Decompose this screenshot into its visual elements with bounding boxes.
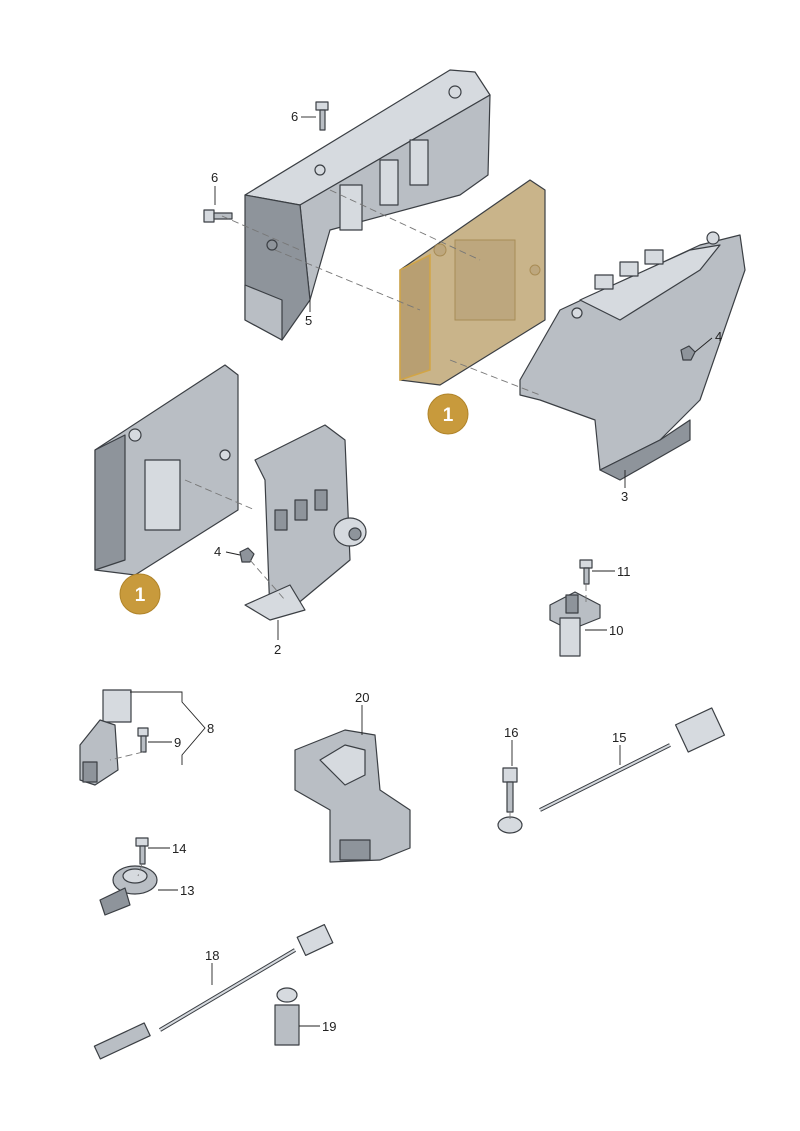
bolt-part-6-top	[315, 101, 329, 131]
part-labels: 6 6 5 4 3 4 2 11 10 8 9 20 16 15 14 13 1…	[172, 109, 722, 1034]
bracket-part-2	[244, 424, 367, 621]
holder-part-20	[294, 729, 411, 863]
sensor-part-10	[549, 591, 601, 657]
probe-part-18	[93, 923, 334, 1060]
label-6-top: 6	[291, 109, 298, 124]
ecu-part-1	[94, 364, 239, 576]
label-13: 13	[180, 883, 194, 898]
clip-part-19	[274, 987, 300, 1046]
label-2: 2	[274, 642, 281, 657]
label-4-left: 4	[214, 544, 221, 559]
label-15: 15	[612, 730, 626, 745]
callout-badge-left: 1	[119, 573, 161, 615]
callout-left-text: 1	[135, 585, 146, 606]
label-18: 18	[205, 948, 219, 963]
bracket-part-5	[244, 69, 491, 341]
nut-part-4-right	[680, 345, 696, 361]
label-16: 16	[504, 725, 518, 740]
label-8: 8	[207, 721, 214, 736]
bracket-part-3	[519, 231, 746, 481]
sensor-part-15	[497, 707, 726, 834]
label-9: 9	[174, 735, 181, 750]
bolt-part-14	[135, 837, 149, 865]
bolt-part-6-left	[203, 209, 233, 223]
label-10: 10	[609, 623, 623, 638]
nut-part-4-left	[239, 547, 255, 563]
sensor-part-8	[79, 689, 132, 786]
label-5: 5	[305, 313, 312, 328]
callout-top-text: 1	[443, 405, 454, 426]
bolt-part-11	[579, 559, 593, 585]
leader-lines	[130, 116, 713, 1027]
label-4-right: 4	[715, 329, 722, 344]
label-14: 14	[172, 841, 186, 856]
sensor-part-13	[99, 865, 158, 916]
ecu-part-1-highlighted	[399, 179, 546, 386]
label-11: 11	[617, 564, 631, 579]
label-3: 3	[621, 489, 628, 504]
label-6-left: 6	[211, 170, 218, 185]
bolt-part-9	[137, 727, 149, 753]
callout-badge-top: 1	[427, 393, 469, 435]
label-19: 19	[322, 1019, 336, 1034]
alignment-lines	[109, 189, 587, 877]
bolt-part-16	[502, 767, 518, 813]
label-20: 20	[355, 690, 369, 705]
